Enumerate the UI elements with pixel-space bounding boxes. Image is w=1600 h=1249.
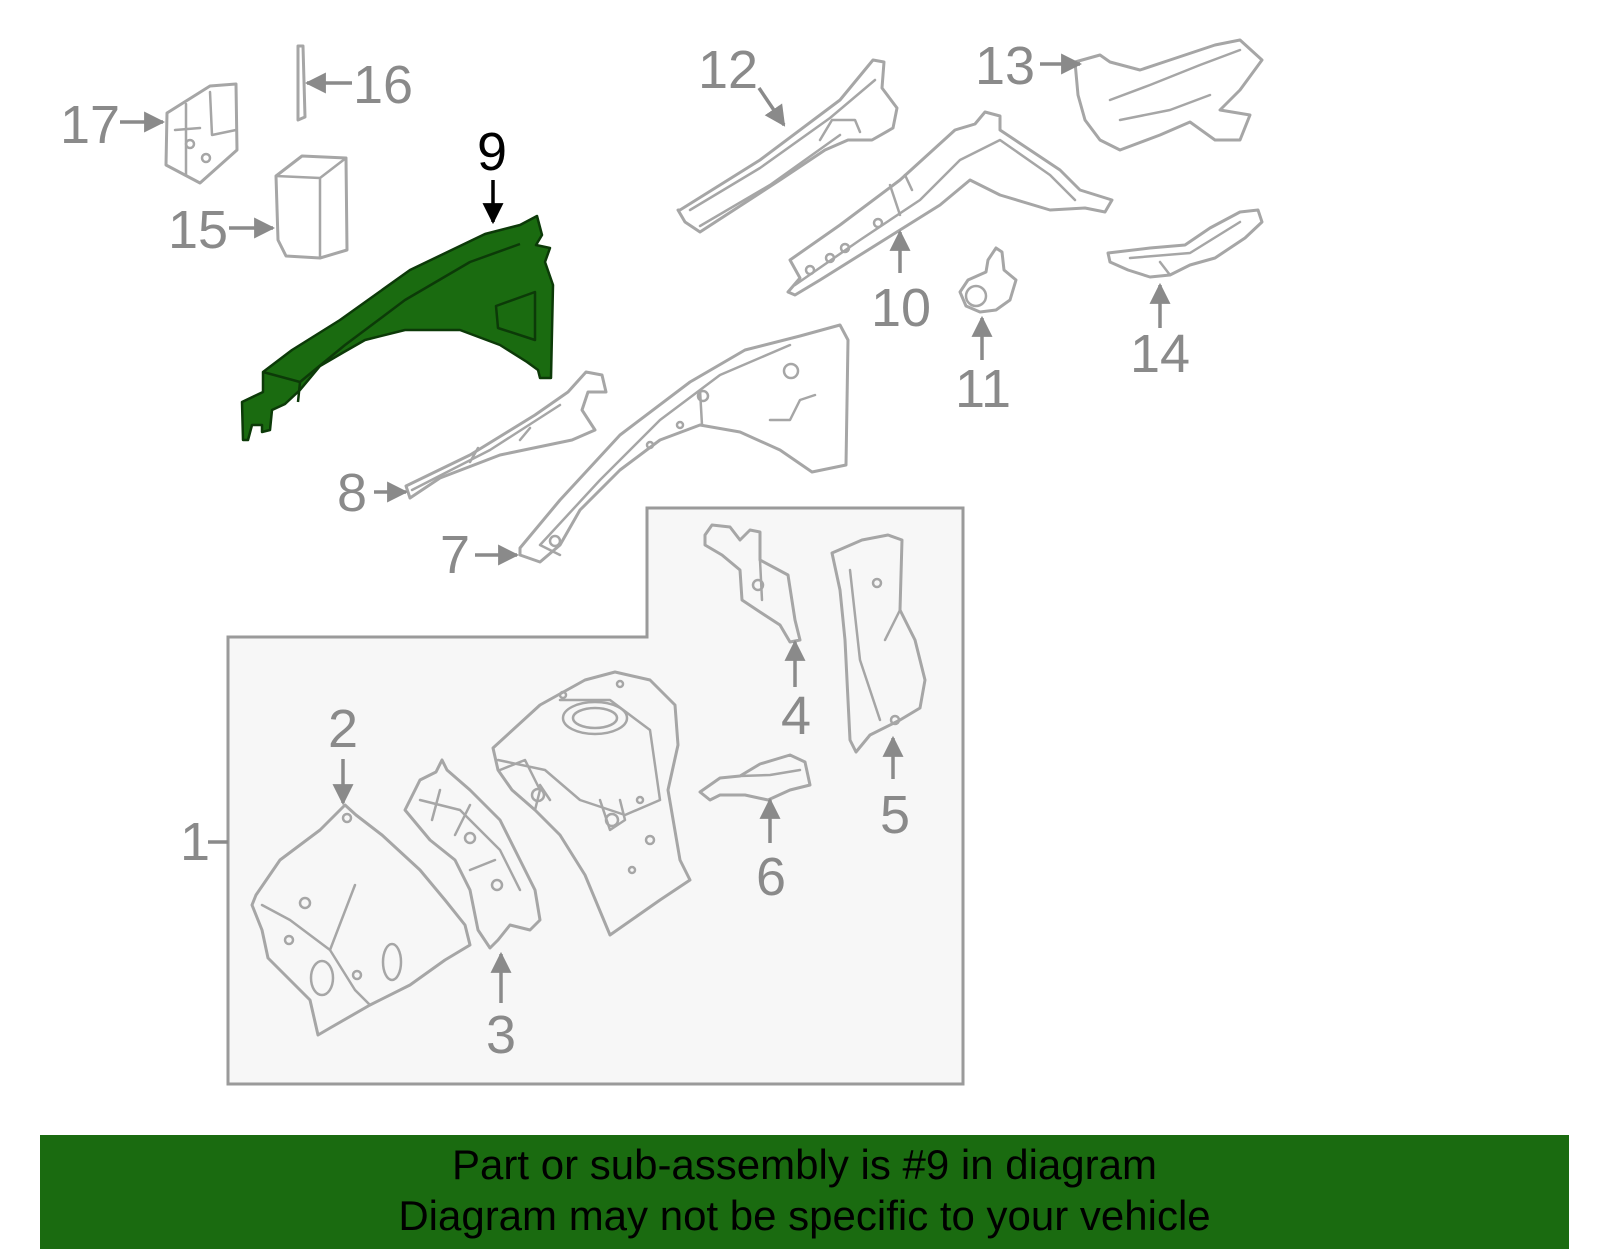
part-14[interactable] (1106, 208, 1264, 279)
callout-12: 12 (698, 40, 758, 100)
callout-5: 5 (880, 785, 910, 845)
part-2[interactable] (250, 803, 472, 1037)
part-4[interactable] (703, 523, 802, 644)
callout-13: 13 (975, 36, 1035, 96)
part-7[interactable] (518, 323, 850, 564)
callout-3: 3 (486, 1005, 516, 1065)
part-16[interactable] (296, 44, 307, 122)
callout-2: 2 (328, 699, 358, 759)
callout-14: 14 (1130, 324, 1190, 384)
part-5[interactable] (830, 533, 927, 754)
part-1-strut-tower[interactable] (491, 670, 692, 937)
callout-6: 6 (756, 847, 786, 907)
callout-labels: 17 16 15 9 12 13 10 11 14 8 7 1 2 3 4 5 … (60, 36, 1190, 1065)
banner-line-2: Diagram may not be specific to your vehi… (398, 1192, 1211, 1239)
callout-10: 10 (871, 278, 931, 338)
part-9-highlighted[interactable] (240, 214, 555, 442)
part-11[interactable] (958, 246, 1018, 314)
callout-8: 8 (337, 463, 367, 523)
callout-7: 7 (440, 525, 470, 585)
callout-15: 15 (168, 200, 228, 260)
banner-line-1: Part or sub-assembly is #9 in diagram (452, 1141, 1157, 1188)
part-13[interactable] (1073, 38, 1264, 152)
subassembly-box (226, 506, 965, 1086)
callout-11: 11 (955, 359, 1011, 419)
callout-9-highlighted: 9 (477, 122, 507, 182)
part-15[interactable] (274, 154, 349, 260)
part-12[interactable] (676, 58, 899, 234)
leader-lines (120, 53, 1171, 1003)
part-6[interactable] (698, 753, 812, 802)
callout-1: 1 (180, 812, 210, 872)
part-17[interactable] (164, 82, 239, 185)
callout-16: 16 (353, 55, 413, 115)
info-banner: Part or sub-assembly is #9 in diagram Di… (40, 1135, 1569, 1249)
part-3[interactable] (403, 758, 542, 950)
part-8[interactable] (404, 370, 608, 500)
part-10[interactable] (786, 110, 1114, 297)
callout-4: 4 (781, 686, 811, 746)
callout-17: 17 (60, 95, 120, 155)
